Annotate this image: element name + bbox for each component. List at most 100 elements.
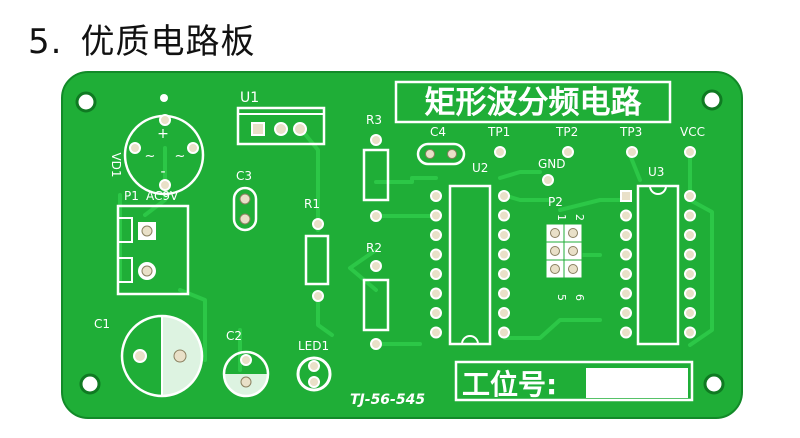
u3-pin — [684, 287, 696, 300]
workstation-blank — [586, 368, 688, 398]
u2-pin — [430, 307, 442, 319]
heading-text: 优质电路板 — [80, 22, 256, 62]
r1-label: R1 — [304, 197, 320, 211]
u3-outline — [636, 184, 680, 346]
c2-label: C2 — [226, 329, 242, 343]
p1-outline — [116, 204, 190, 296]
u2-pin — [430, 190, 442, 202]
title-frame — [394, 80, 672, 124]
u3-label: U3 — [648, 165, 664, 179]
vcc-label: VCC — [680, 125, 705, 139]
u3-pin — [684, 229, 696, 241]
u2-pin — [430, 209, 442, 222]
ac9v-label: AC9V — [146, 189, 179, 203]
p2-label: P2 — [548, 195, 563, 209]
workstation-label: 工位号: — [462, 368, 557, 401]
page-heading: 5.优质电路板 — [28, 14, 255, 63]
u2-pins — [430, 190, 510, 339]
c2-pad-a — [240, 354, 252, 366]
p2-pin — [550, 228, 560, 238]
u3-pin — [684, 307, 696, 319]
c4-pad-b — [447, 149, 457, 159]
r1-pad-top — [312, 218, 324, 230]
r3-label: R3 — [366, 113, 382, 127]
r1-body — [304, 234, 330, 286]
c4-pad-a — [425, 149, 435, 159]
led1-pad-b — [308, 376, 320, 388]
vd1-minus: - — [160, 164, 165, 180]
r2-pad-top — [370, 260, 382, 272]
c1-pad-a — [133, 349, 147, 363]
u2-pin — [498, 287, 510, 300]
r2-label: R2 — [366, 241, 382, 255]
tp1-label: TP1 — [487, 125, 510, 139]
u3-pin — [684, 326, 696, 339]
tp3-pad — [626, 146, 638, 158]
tp3-label: TP3 — [619, 125, 642, 139]
vd1-pads — [129, 114, 199, 191]
p2-header — [545, 223, 583, 279]
copper-traces — [118, 126, 714, 372]
c1-label: C1 — [94, 317, 110, 331]
tp1-pad — [494, 146, 506, 158]
u3-pin — [620, 248, 632, 261]
u3-pin — [684, 268, 696, 280]
p1-notch-bottom — [117, 257, 133, 283]
r3-pad-top — [370, 134, 382, 146]
board-title: 矩形波分频电路 — [425, 85, 643, 121]
r3-body — [362, 148, 390, 202]
led1-outline — [296, 356, 332, 392]
p2-pin1-label: 1 — [555, 214, 568, 221]
u2-pin — [498, 190, 510, 202]
vd1-marker-dot — [160, 94, 168, 102]
c3-pad-b — [239, 213, 251, 225]
c3-outline — [232, 186, 258, 232]
c1-pad-b — [173, 349, 187, 363]
p2-pin — [568, 228, 578, 238]
vd1-tilde-b: ~ — [175, 149, 186, 164]
u2-pin — [430, 248, 442, 261]
tp2-pad — [562, 146, 574, 158]
u2-pin — [498, 209, 510, 222]
p1-label: P1 — [124, 189, 139, 203]
workstation-frame — [454, 360, 694, 402]
r2-pad-bottom — [370, 338, 382, 350]
u2-pin — [430, 287, 442, 300]
u3-pin — [620, 307, 632, 319]
gnd-pad — [542, 174, 554, 186]
u2-label: U2 — [472, 161, 488, 175]
mounting-holes — [75, 89, 725, 395]
p2-pin6-label: 6 — [573, 294, 586, 301]
c4-label: C4 — [430, 125, 446, 139]
u3-pin — [684, 190, 696, 202]
c2-pad-b — [240, 376, 252, 388]
u3-pins — [620, 190, 696, 339]
c3-label: C3 — [236, 169, 252, 183]
p2-pin — [550, 264, 560, 274]
u2-pin — [498, 268, 510, 280]
vd1-plus: + — [157, 126, 169, 142]
u2-pin — [498, 248, 510, 261]
u3-pin — [620, 190, 632, 202]
r2-body — [362, 278, 390, 332]
r1-pad-bottom — [312, 290, 324, 302]
board-outline — [61, 71, 743, 419]
u3-pin — [684, 248, 696, 261]
p2-pin — [550, 246, 560, 256]
u2-notch — [461, 335, 479, 345]
u1-pads — [251, 122, 307, 136]
vd1-label: VD1 — [109, 152, 123, 177]
gnd-label: GND — [538, 157, 566, 171]
u2-pin — [430, 326, 442, 339]
p1-notch-top — [117, 217, 133, 243]
p2-pin — [568, 246, 578, 256]
u2-pin — [430, 268, 442, 280]
u3-pin — [620, 287, 632, 300]
serial-number: TJ-56-545 — [350, 392, 425, 408]
u3-pin — [620, 229, 632, 241]
u2-pin — [498, 307, 510, 319]
p1-pads — [138, 222, 156, 280]
vd1-tilde-a: ~ — [145, 149, 156, 164]
u2-pin — [430, 229, 442, 241]
